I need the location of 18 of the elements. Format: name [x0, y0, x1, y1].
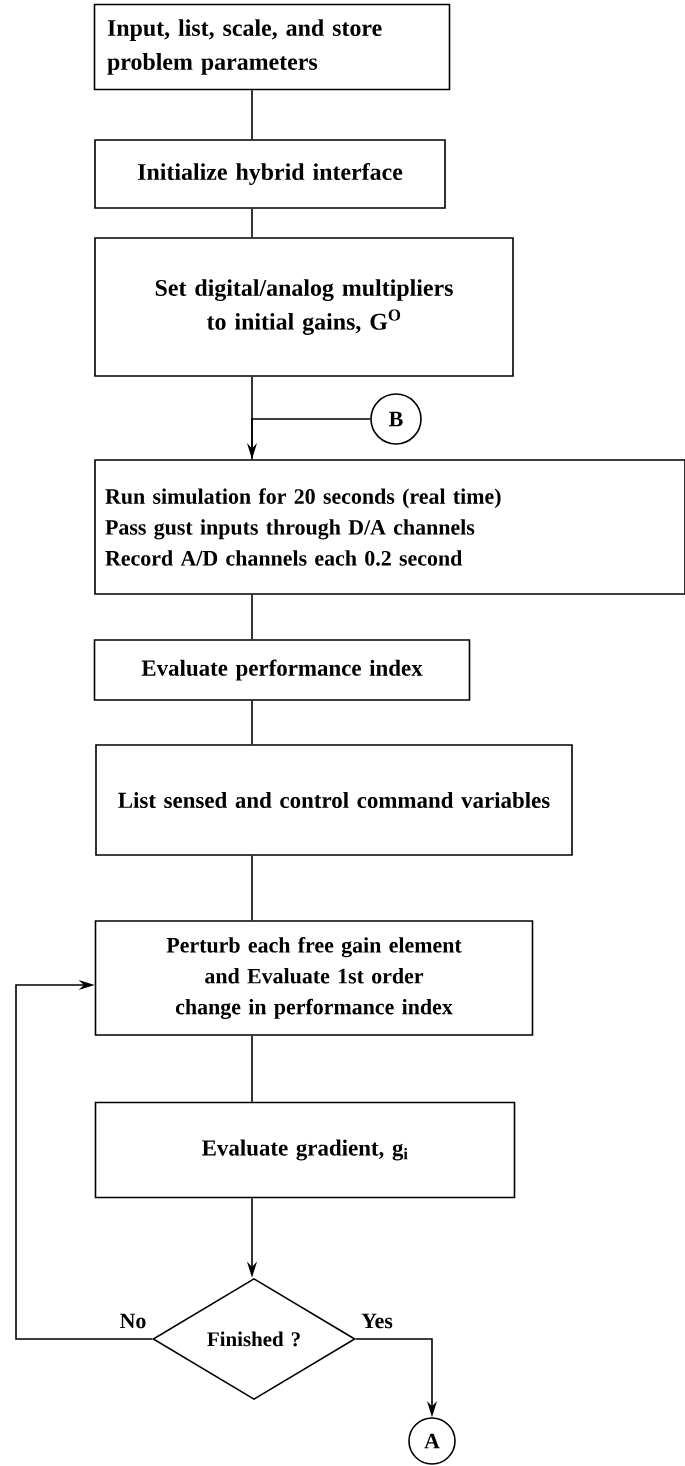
connector-line: [251, 1035, 253, 1103]
process-box: Input, list, scale, and store problem parameters: [93, 3, 451, 91]
process-box: Initialize hybrid interface: [94, 139, 446, 209]
connector-line: [251, 594, 253, 640]
process-box: Run simulation for 20 seconds (real time) Pass gust inputs through D/A channels Record A/D channels each 0.2 second: [94, 459, 685, 595]
process-box: Perturb each free gain element and Evaluate 1st order change in performance index: [94, 920, 534, 1036]
edge-label: Yes: [360, 1312, 394, 1330]
process-box: Set digital/analog multipliers to initial gains, G$^{O}$: [94, 237, 514, 377]
connector-line: [251, 208, 253, 238]
connector-line: [251, 89, 253, 140]
process-box: Evaluate performance index: [93, 639, 471, 701]
connector-line: [251, 855, 253, 921]
edge-label: No: [118, 1312, 148, 1330]
process-box: Evaluate gradient, g$_{i}$: [94, 1101, 516, 1199]
arrow: [15, 979, 153, 1340]
connector-line: [251, 700, 253, 745]
connector-line: [251, 376, 253, 460]
process-box: List sensed and control command variables: [95, 744, 573, 856]
